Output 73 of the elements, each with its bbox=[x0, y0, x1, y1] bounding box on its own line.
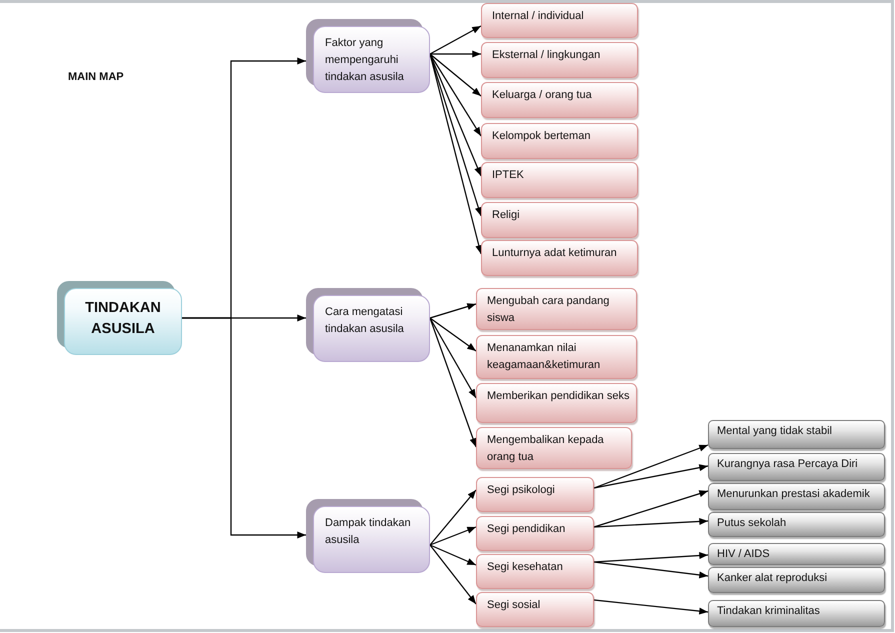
item-box bbox=[476, 477, 594, 512]
arrow bbox=[430, 526, 476, 546]
arrow bbox=[430, 54, 482, 96]
effect-box bbox=[708, 483, 885, 510]
arrow bbox=[430, 25, 482, 55]
node-text: Kelompok berteman bbox=[492, 129, 592, 144]
node-text: Kanker alat reproduksi bbox=[717, 571, 828, 586]
item-box bbox=[476, 288, 637, 330]
node-text: Kurangnya rasa Percaya Diri bbox=[717, 457, 859, 472]
effect-box bbox=[708, 512, 885, 537]
arrow bbox=[594, 444, 708, 489]
arrow bbox=[430, 544, 476, 604]
item-box bbox=[476, 335, 637, 379]
item-box bbox=[481, 3, 638, 38]
item-box bbox=[481, 162, 638, 198]
item-box bbox=[476, 554, 594, 589]
arrow bbox=[594, 561, 708, 578]
node-text: Faktor yang mempengaruhi tindakan asusila bbox=[325, 36, 405, 85]
node-text: Segi kesehatan bbox=[487, 560, 564, 575]
category-box bbox=[306, 19, 430, 93]
node-text: Segi sosial bbox=[487, 598, 542, 613]
item-box bbox=[481, 240, 638, 276]
item-box bbox=[481, 82, 638, 118]
item-box bbox=[476, 383, 637, 423]
arrow bbox=[430, 318, 476, 352]
node-text: Segi psikologi bbox=[487, 483, 556, 498]
arrow bbox=[430, 50, 481, 58]
node-text: Mental yang tidak stabil bbox=[717, 424, 833, 439]
arrow bbox=[430, 544, 476, 566]
node-text: Mengubah cara pandang siswa bbox=[487, 294, 610, 326]
node-text: Keluarga / orang tua bbox=[492, 88, 593, 103]
node-text: Tindakan kriminalitas bbox=[717, 604, 821, 619]
item-box bbox=[481, 42, 638, 78]
arrow bbox=[429, 318, 477, 448]
node-text: Dampak tindakan asusila bbox=[325, 516, 412, 548]
item-box bbox=[481, 123, 638, 159]
arrow bbox=[594, 599, 708, 615]
node-text: Menurunkan prestasi akademik bbox=[717, 487, 871, 502]
node-text: Internal / individual bbox=[492, 9, 585, 24]
arrow bbox=[429, 318, 477, 398]
category-box bbox=[306, 288, 430, 362]
effect-box bbox=[708, 567, 885, 593]
node-text: Segi pendidikan bbox=[487, 522, 566, 537]
item-box bbox=[476, 516, 594, 551]
node-text: Cara mengatasi tindakan asusila bbox=[325, 305, 405, 337]
node-text: Memberikan pendidikan seks bbox=[487, 389, 630, 404]
item-box bbox=[481, 202, 638, 238]
effect-box bbox=[708, 543, 885, 565]
arrow bbox=[430, 490, 476, 546]
category-box bbox=[306, 499, 430, 573]
node-text: Lunturnya adat ketimuran bbox=[492, 246, 618, 261]
arrow bbox=[430, 54, 482, 136]
node-text: TINDAKAN ASUSILA bbox=[84, 299, 162, 339]
effect-box bbox=[708, 420, 885, 449]
arrow bbox=[594, 552, 708, 563]
item-box bbox=[476, 592, 594, 627]
node-text: IPTEK bbox=[492, 168, 525, 183]
arrow bbox=[430, 303, 476, 319]
node-text: Mengembalikan kepada orang tua bbox=[487, 433, 605, 465]
effect-box bbox=[708, 600, 885, 627]
arrow bbox=[594, 464, 708, 489]
node-text: HIV / AIDS bbox=[717, 547, 771, 562]
node-text: Eksternal / lingkungan bbox=[492, 48, 602, 63]
arrow bbox=[182, 317, 306, 538]
arrow bbox=[594, 518, 708, 528]
map-title: MAIN MAP bbox=[68, 71, 124, 83]
node-text: Putus sekolah bbox=[717, 516, 788, 531]
arrow bbox=[594, 490, 708, 528]
node-text: Menanamkan nilai keagamaan&ketimuran bbox=[487, 341, 602, 373]
node-text: Religi bbox=[492, 208, 521, 223]
effect-box bbox=[708, 453, 885, 481]
root-topic-box bbox=[57, 281, 182, 355]
item-box bbox=[476, 427, 632, 469]
